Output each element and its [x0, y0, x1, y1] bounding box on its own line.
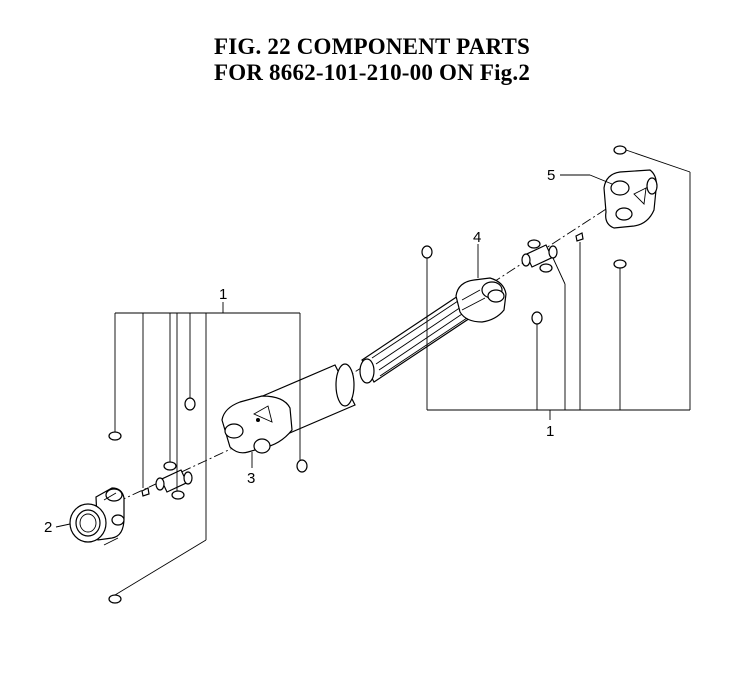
inner-tube-yoke-part-4 — [455, 277, 507, 323]
circlip-right-lower — [531, 311, 543, 325]
cross-journal-right — [521, 239, 558, 273]
callout-5: 5 — [547, 167, 555, 184]
grease-nipple-right — [575, 232, 584, 242]
callout-1-bottom: 1 — [546, 423, 554, 440]
circlip-mid-upper — [184, 397, 196, 411]
circlip-mid-lower — [296, 459, 308, 473]
figure-title-line-2: FOR 8662-101-210-00 ON Fig.2 — [213, 60, 531, 85]
leader-5 — [560, 174, 613, 185]
callout-3: 3 — [247, 470, 255, 487]
splined-yoke-part-2 — [69, 487, 125, 546]
leader-bracket-1-top — [114, 302, 301, 596]
callout-2: 2 — [44, 519, 52, 536]
cross-journal-left — [155, 461, 193, 500]
leader-bracket-1-bottom — [426, 149, 691, 420]
leader-2 — [55, 523, 71, 528]
circlip-left-upper — [108, 431, 122, 441]
circlip-right-upper — [421, 245, 433, 259]
circlip-left-lower — [108, 594, 122, 604]
circlip-far-right-upper — [613, 145, 627, 155]
callout-1-top: 1 — [219, 286, 227, 303]
outer-tube-yoke-part-3 — [221, 363, 356, 454]
grease-nipple-left — [141, 487, 150, 497]
callout-4: 4 — [473, 229, 481, 246]
figure-title-line-1: FIG. 22 COMPONENT PARTS — [213, 34, 530, 59]
end-yoke-part-5 — [603, 169, 658, 229]
splined-inner-shaft — [359, 295, 471, 384]
circlip-far-right-lower — [613, 259, 627, 269]
